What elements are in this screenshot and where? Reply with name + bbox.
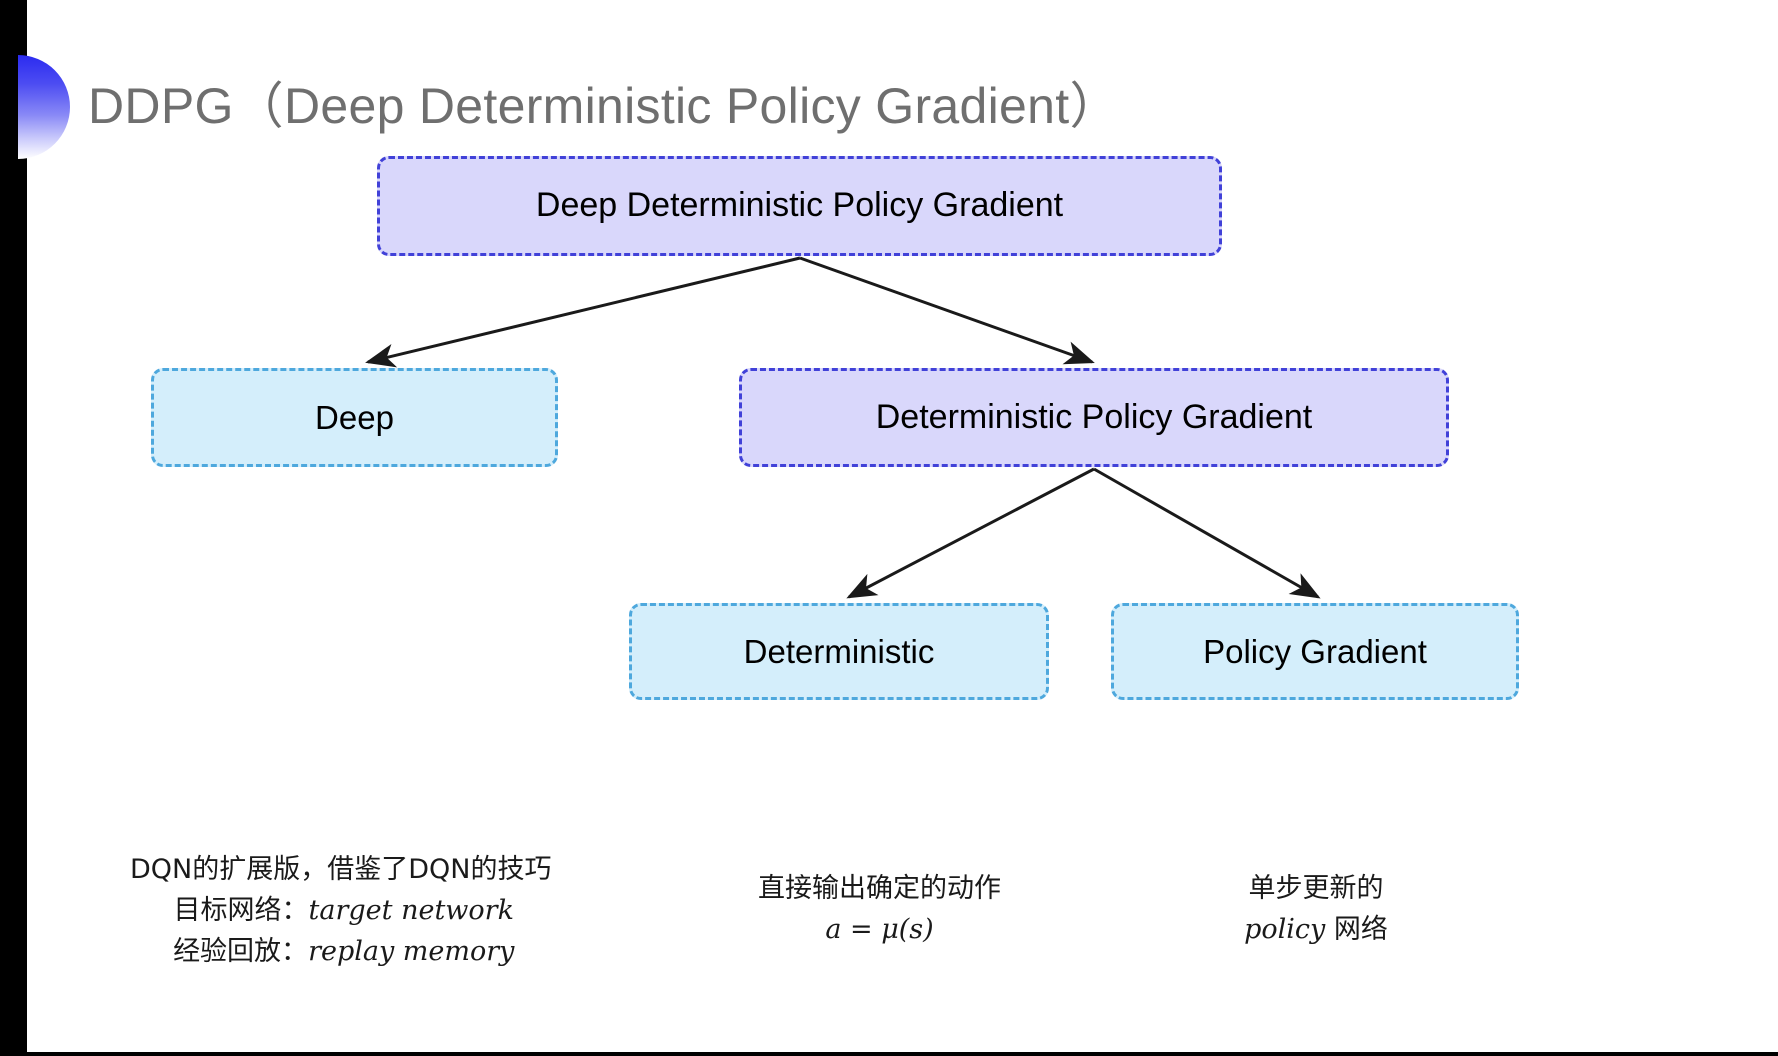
half-circle-bullet-icon	[18, 55, 70, 159]
annotation-policy-gradient-suffix: 网络	[1325, 914, 1388, 946]
annotation-deep-line3: 经验回放：replay memory	[130, 931, 551, 972]
annotation-deep-line1: DQN的扩展版，借鉴了DQN的技巧	[130, 854, 552, 885]
annotation-deep-line2-label: 目标网络：	[173, 895, 309, 927]
annotation-policy-gradient-line1: 单步更新的	[1248, 873, 1384, 904]
edge-dpg-deterministic	[846, 467, 1095, 599]
annotation-policy-gradient-term: policy	[1244, 914, 1326, 946]
edge-root-deep	[365, 256, 801, 368]
edge-root-dpg	[799, 256, 1095, 365]
node-policy-gradient[interactable]: Policy Gradient	[1111, 603, 1519, 700]
annotation-deterministic: 直接输出确定的动作 a = μ(s)	[742, 868, 1017, 950]
node-deterministic-policy-gradient[interactable]: Deterministic Policy Gradient	[739, 368, 1449, 467]
bottom-letterbox-band	[0, 1052, 1778, 1056]
annotation-deep-line2-term: target network	[308, 895, 514, 927]
annotation-deep-line3-term: replay memory	[308, 936, 515, 968]
node-deterministic[interactable]: Deterministic	[629, 603, 1049, 700]
annotation-deep-line3-label: 经验回放：	[173, 936, 309, 968]
annotation-deterministic-formula: a = μ(s)	[825, 914, 934, 946]
annotation-deterministic-line1: 直接输出确定的动作	[758, 873, 1001, 904]
annotation-deep: DQN的扩展版，借鉴了DQN的技巧 目标网络：target network 经验…	[130, 849, 551, 972]
annotation-deep-line2: 目标网络：target network	[130, 890, 551, 931]
page-title: DDPG（Deep Deterministic Policy Gradient）	[88, 78, 1120, 134]
node-deep-deterministic-policy-gradient[interactable]: Deep Deterministic Policy Gradient	[377, 156, 1222, 256]
annotation-policy-gradient-line2: policy 网络	[1241, 909, 1391, 950]
annotation-policy-gradient: 单步更新的 policy 网络	[1241, 868, 1391, 950]
node-deep[interactable]: Deep	[151, 368, 558, 467]
edge-dpg-policy-gradient	[1093, 467, 1321, 599]
left-letterbox-band	[0, 0, 27, 1056]
